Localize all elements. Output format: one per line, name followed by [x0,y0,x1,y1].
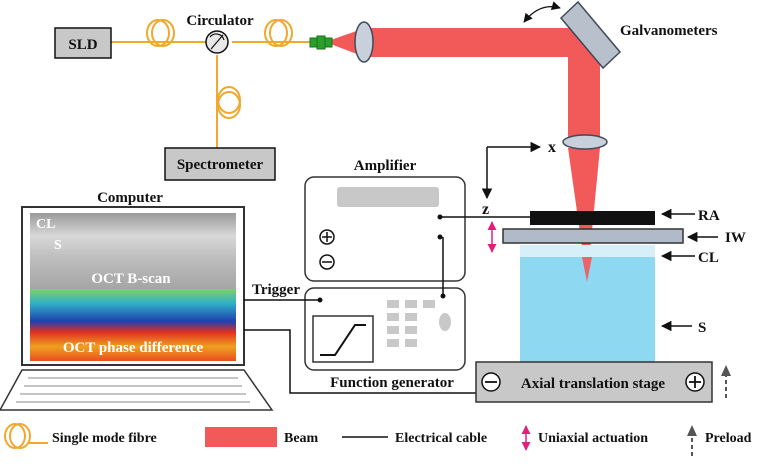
cable-stage [244,329,476,394]
oct-phase-image [30,289,236,361]
legend-preload-arrow [687,425,697,456]
oct-bscan-image [30,213,236,289]
fibre-collimator [309,35,333,50]
scan-rotation-arrow [523,1,561,23]
electrical-cables [244,216,530,394]
z-axis-label: z [482,201,489,218]
computer-monitor: CL S OCT B-scan OCT phase difference [21,206,245,366]
amplifier-box [304,176,466,282]
legend: Single mode fibre Beam Electrical cable … [4,423,752,456]
trigger-label: Trigger [252,282,300,298]
legend-beam-swatch [205,427,277,447]
s-label: S [698,320,706,336]
ring-actuator-ra [530,211,655,225]
component-labels: RA IW CL S [660,208,746,336]
fibre-coil-3 [217,86,241,119]
computer-keyboard [0,369,274,411]
legend-preload-label: Preload [705,431,752,446]
iw-label: IW [725,230,746,246]
screen-s-label: S [54,238,62,253]
axial-translation-stage: Axial translation stage [475,361,713,403]
cl-label: CL [698,250,719,266]
oct-phase-label: OCT phase difference [63,340,204,356]
objective-lens [562,134,608,150]
fibre-coil-1 [146,19,175,47]
legend-actuation-label: Uniaxial actuation [538,431,648,446]
fibre-coil-2 [264,19,293,47]
corneal-layer-cl [520,245,655,257]
galvanometers-label: Galvanometers [620,23,718,39]
ra-label: RA [698,208,720,224]
legend-beam-label: Beam [284,431,319,446]
legend-cable-label: Electrical cable [395,431,487,446]
imaging-window-iw [502,228,684,244]
sld-label: SLD [68,37,97,53]
coordinate-axes: x z [481,139,556,218]
sld-box: SLD [54,27,112,59]
fibre-network [111,19,312,148]
circulator-label: Circulator [186,13,254,29]
laser-beam [325,28,600,282]
function-generator-keypad [387,300,451,347]
screen-cl-label: CL [36,217,55,232]
galvanometer-mirror [523,0,622,70]
legend-fibre-label: Single mode fibre [52,431,157,446]
circulator [205,30,229,54]
computer-label: Computer [97,190,163,206]
beam-vertical [568,28,600,142]
collimating-lens [354,21,374,63]
oct-bscan-label: OCT B-scan [91,271,171,287]
spectrometer-label: Spectrometer [177,157,264,173]
sample-assembly [502,211,684,362]
function-generator-box [304,287,466,371]
beam-horizontal [365,28,600,57]
function-generator-label: Function generator [330,375,454,391]
preload-arrow-stage [721,365,731,398]
axial-stage-label: Axial translation stage [521,376,666,392]
x-axis-label: x [548,139,556,156]
amplifier-label: Amplifier [354,158,417,174]
legend-fibre-icon [4,423,48,449]
amplifier-display [337,187,439,207]
spectrometer-box: Spectrometer [164,147,276,181]
ramp-waveform [320,324,366,356]
